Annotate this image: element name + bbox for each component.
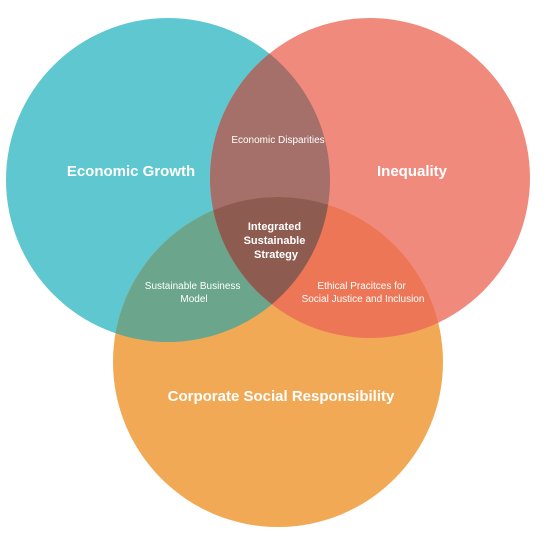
label-center-line-2: Sustainable <box>244 235 306 247</box>
overlap-growth-csr <box>113 197 330 342</box>
label-center-line-1: Integrated <box>248 221 301 233</box>
label-integrated-sustainable-strategy: Integrated Sustainable Strategy <box>244 221 309 261</box>
label-inequality: Inequality <box>377 163 448 180</box>
label-csr: Corporate Social Responsibility <box>168 388 395 405</box>
label-center-line-3: Strategy <box>254 249 299 261</box>
label-ethical-practices: Ethical Pracitces for Social Justice and… <box>302 281 425 305</box>
label-ethical-practices-line-2: Social Justice and Inclusion <box>302 294 425 305</box>
label-sustainable-business-model: Sustainable Business Model <box>145 281 243 305</box>
label-ethical-practices-line-1: Ethical Pracitces for <box>317 281 406 292</box>
label-sustainable-business-line-1: Sustainable Business <box>145 281 241 292</box>
label-economic-growth: Economic Growth <box>67 163 195 180</box>
label-sustainable-business-line-2: Model <box>180 294 207 305</box>
label-economic-disparities: Economic Disparities <box>231 135 324 146</box>
overlap-inequality-csr <box>210 197 443 338</box>
